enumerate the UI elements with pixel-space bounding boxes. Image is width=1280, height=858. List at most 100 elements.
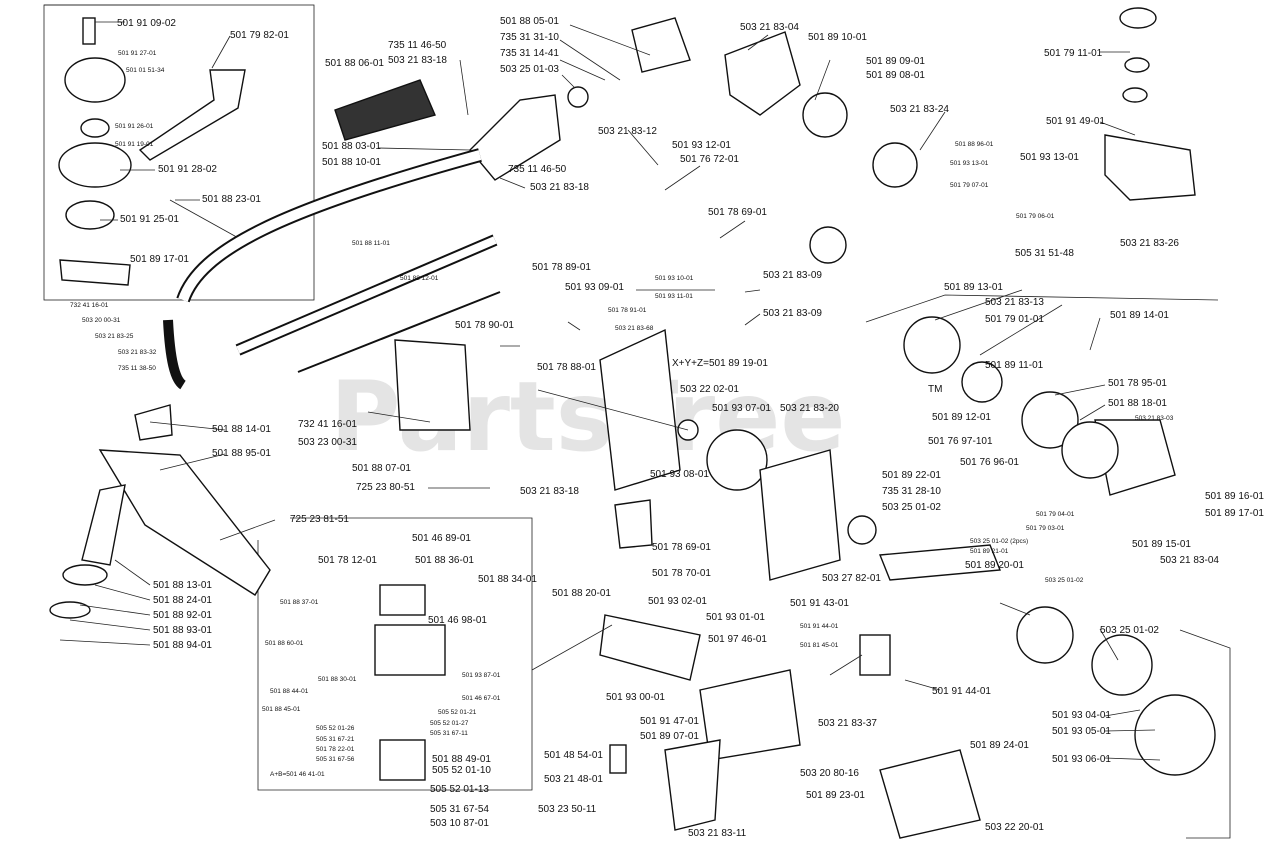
label: 501 91 19-01 bbox=[115, 141, 154, 148]
label: 503 21 83-11 bbox=[688, 828, 747, 839]
label: 501 89 09-01 bbox=[866, 56, 925, 67]
label: 501 88 23-01 bbox=[202, 194, 261, 205]
label: 501 91 25-01 bbox=[120, 214, 179, 225]
label: 503 21 83-09 bbox=[763, 270, 822, 281]
trimmer-head-box bbox=[43, 4, 315, 301]
label: 501 97 46-01 bbox=[708, 634, 767, 645]
label: 501 76 97-101 bbox=[928, 436, 993, 447]
spring-part bbox=[80, 118, 110, 138]
label: 503 25 01-02 (2pcs) bbox=[970, 538, 1028, 545]
label: 501 79 82-01 bbox=[230, 30, 289, 41]
label: 501 89 20-01 bbox=[965, 560, 1024, 571]
label: 503 21 83-24 bbox=[890, 104, 949, 115]
gear-washer-part bbox=[62, 564, 108, 586]
assembly-formula: X+Y+Z=501 89 19-01 bbox=[672, 358, 768, 369]
label: 501 88 36-01 bbox=[415, 555, 474, 566]
label: 501 88 12-01 bbox=[400, 275, 439, 282]
starter-spring-part bbox=[961, 361, 1003, 403]
label: 501 89 15-01 bbox=[1132, 539, 1191, 550]
label: 501 88 11-01 bbox=[352, 240, 390, 247]
label: 501 88 96-01 bbox=[955, 141, 994, 148]
label: 503 21 83-04 bbox=[1160, 555, 1219, 566]
main-bearing-part bbox=[847, 515, 877, 545]
clutch-drum-part bbox=[631, 17, 691, 73]
carb-gasket-part bbox=[379, 584, 426, 616]
label: 503 21 83-12 bbox=[598, 126, 657, 137]
label: 725 23 81-51 bbox=[290, 514, 349, 525]
watermark-tm: TM bbox=[928, 384, 942, 395]
label: 501 91 49-01 bbox=[1046, 116, 1105, 127]
label: 501 88 94-01 bbox=[153, 640, 212, 651]
label: 501 88 13-01 bbox=[153, 580, 212, 591]
carburetor-part bbox=[374, 624, 446, 676]
fuel-cap-part bbox=[1119, 7, 1157, 29]
air-filter-part bbox=[802, 92, 848, 138]
label: 501 88 24-01 bbox=[153, 595, 212, 606]
carburetor-box bbox=[257, 517, 533, 791]
label: 501 91 47-01 bbox=[640, 716, 699, 727]
cap-ring-part bbox=[1122, 87, 1148, 103]
label: 501 93 10-01 bbox=[655, 275, 694, 282]
bearing-part bbox=[567, 86, 589, 108]
label: 501 88 05-01 bbox=[500, 16, 559, 27]
label: A+B=501 46 41-01 bbox=[270, 771, 325, 778]
label: 501 88 49-01 bbox=[432, 754, 491, 765]
label: 501 89 12-01 bbox=[932, 412, 991, 423]
label: 501 78 69-01 bbox=[652, 542, 711, 553]
label: 501 88 60-01 bbox=[265, 640, 304, 647]
flywheel-part bbox=[706, 429, 768, 491]
label: 501 76 96-01 bbox=[960, 457, 1019, 468]
label: 503 21 83-18 bbox=[520, 486, 579, 497]
label: 503 22 02-01 bbox=[680, 384, 739, 395]
label: 503 21 83-18 bbox=[530, 182, 589, 193]
label: 505 52 01-13 bbox=[430, 784, 489, 795]
gear-guard-part bbox=[98, 449, 271, 596]
pin-part bbox=[169, 199, 243, 241]
label: 505 52 01-21 bbox=[438, 709, 477, 716]
label: 501 93 04-01 bbox=[1052, 710, 1111, 721]
label: 503 21 83-03 bbox=[1135, 415, 1174, 422]
label: 501 93 02-01 bbox=[648, 596, 707, 607]
clutch-cover-box bbox=[1179, 629, 1231, 839]
label: 501 79 06-01 bbox=[1016, 213, 1055, 220]
label: 501 91 26-01 bbox=[115, 123, 154, 130]
label: 501 89 24-01 bbox=[970, 740, 1029, 751]
label: 501 78 69-01 bbox=[708, 207, 767, 218]
label: 725 23 80-51 bbox=[356, 482, 415, 493]
label: 505 31 67-21 bbox=[316, 736, 355, 743]
label: 501 78 89-01 bbox=[532, 262, 591, 273]
label: 505 31 67-11 bbox=[430, 730, 468, 737]
cap-seal-part bbox=[1124, 57, 1150, 73]
label: 505 52 01-26 bbox=[316, 725, 355, 732]
label: 501 88 30-01 bbox=[318, 676, 357, 683]
wrench-part bbox=[59, 259, 131, 286]
label: 501 48 54-01 bbox=[544, 750, 603, 761]
label: 501 89 08-01 bbox=[866, 70, 925, 81]
label: 501 46 67-01 bbox=[462, 695, 501, 702]
label: 503 27 82-01 bbox=[822, 573, 881, 584]
label: 501 93 05-01 bbox=[1052, 726, 1111, 737]
label: 501 79 03-01 bbox=[1026, 525, 1065, 532]
label: 501 89 07-01 bbox=[640, 731, 699, 742]
starter-bracket bbox=[865, 294, 1219, 323]
label: 505 31 51-48 bbox=[1015, 248, 1074, 259]
label: 735 11 46-50 bbox=[388, 40, 447, 51]
label: 501 89 13-01 bbox=[944, 282, 1003, 293]
label: 503 21 83-37 bbox=[818, 718, 877, 729]
label: 501 79 01-01 bbox=[985, 314, 1044, 325]
label: 501 88 18-01 bbox=[1108, 398, 1167, 409]
label: 732 41 16-01 bbox=[298, 419, 357, 430]
label: 501 91 28-02 bbox=[158, 164, 217, 175]
label: 501 88 44-01 bbox=[270, 688, 309, 695]
label: 505 52 01-27 bbox=[430, 720, 469, 727]
starter-hub-part bbox=[1021, 391, 1079, 449]
label: 503 20 80-16 bbox=[800, 768, 859, 779]
clutch-part bbox=[1091, 634, 1153, 696]
piston-part bbox=[859, 634, 891, 676]
label: 735 31 14-41 bbox=[500, 48, 559, 59]
label: 503 21 83-04 bbox=[740, 22, 799, 33]
choke-part bbox=[872, 142, 918, 188]
label: 503 23 50-11 bbox=[538, 804, 597, 815]
label: 735 31 28-10 bbox=[882, 486, 941, 497]
